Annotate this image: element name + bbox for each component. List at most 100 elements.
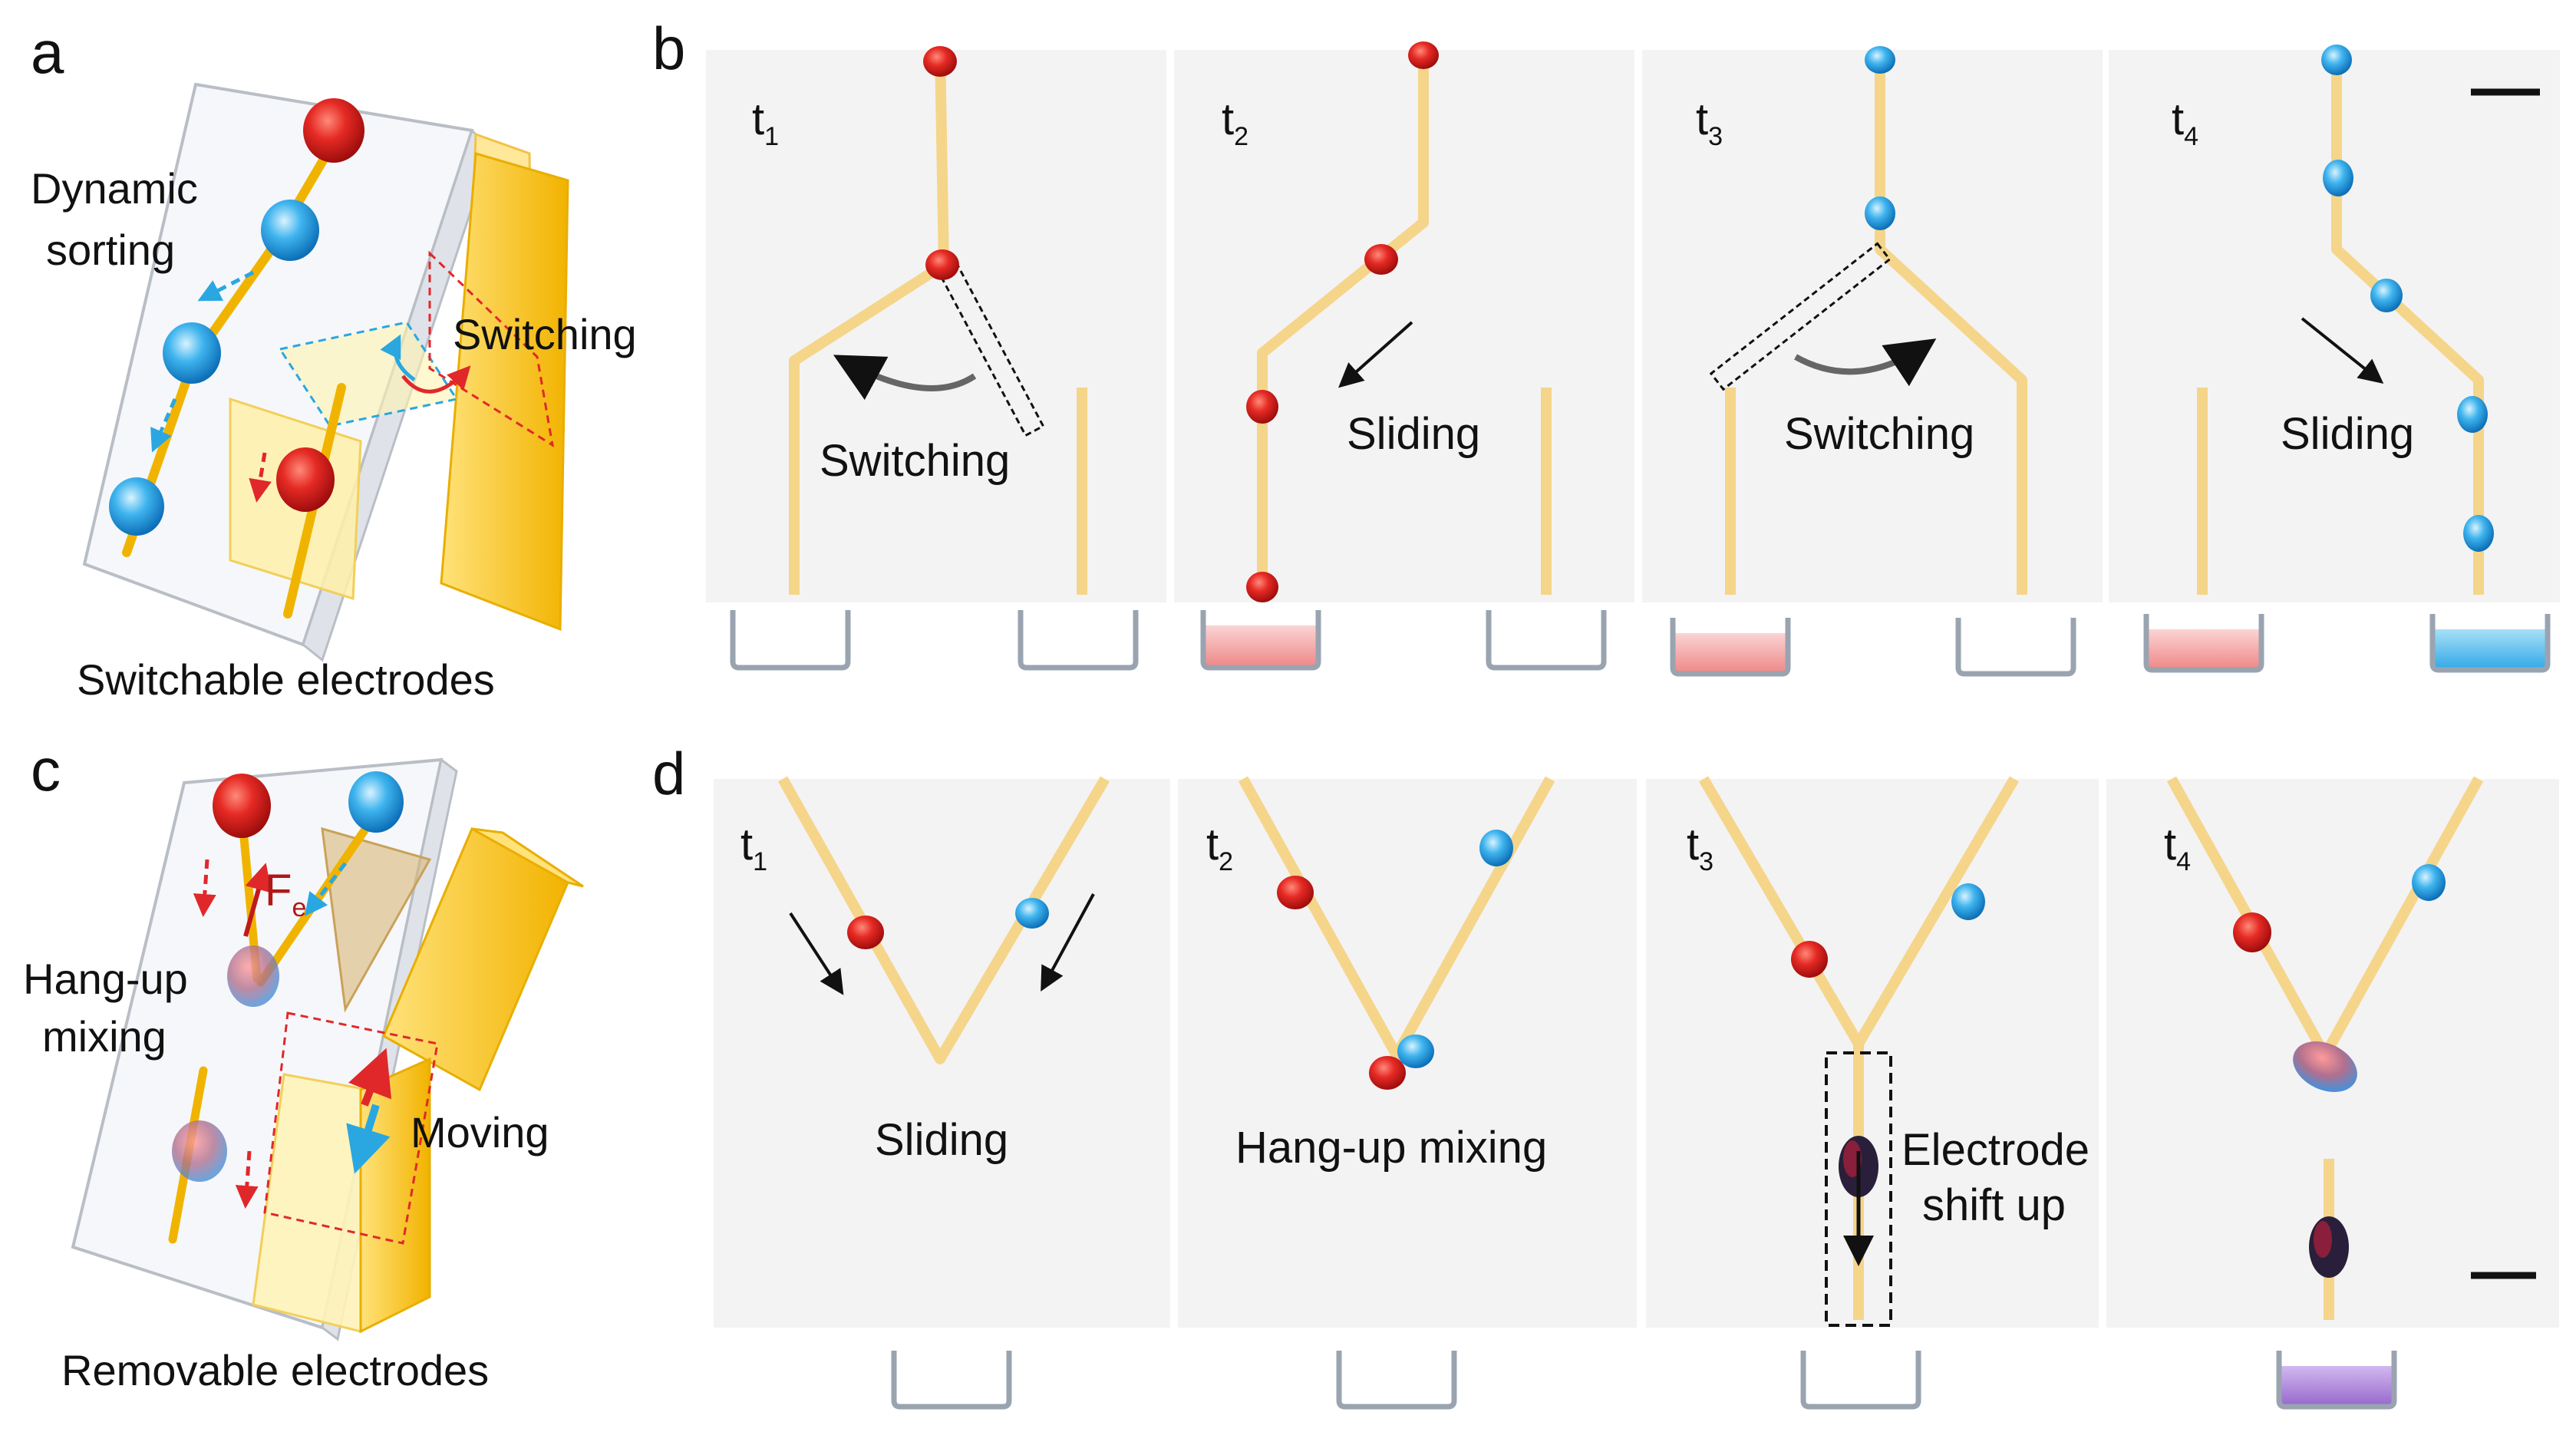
red-droplet xyxy=(303,98,364,163)
blue-droplet xyxy=(109,477,164,536)
flow-arrow-cyan xyxy=(150,398,177,453)
slide-arrow xyxy=(789,912,844,995)
mixed-droplet xyxy=(2293,1041,2357,1092)
blue-droplet xyxy=(348,771,404,833)
blue-droplet xyxy=(1865,196,1895,230)
time-label-t: t xyxy=(1206,820,1219,869)
label-moving: Moving xyxy=(411,1108,549,1156)
time-label-t: t xyxy=(752,94,764,144)
red-droplet xyxy=(1369,1056,1406,1090)
frame-annotation-line1: Electrode xyxy=(1901,1125,2089,1175)
time-label: t1 xyxy=(740,820,767,876)
removable-electrode-top xyxy=(471,827,584,888)
frame-annotation: Sliding xyxy=(875,1115,1008,1165)
moving-arrow-red xyxy=(348,1048,392,1107)
moving-outline xyxy=(263,1011,439,1245)
photo-frame xyxy=(706,50,1166,602)
switch-rotation-arrow xyxy=(1794,338,1937,387)
panel-a-letter: a xyxy=(31,18,64,86)
blue-droplet xyxy=(1951,883,1985,920)
reservoir-left xyxy=(2143,614,2264,673)
reservoir-right xyxy=(2429,614,2551,673)
panel-c: c Fe Hang-up mixing Moving Removable ele… xyxy=(23,736,584,1394)
reservoir-left xyxy=(730,610,851,671)
mixed-droplet xyxy=(227,945,279,1007)
time-label-sub: 4 xyxy=(2184,122,2198,151)
frame-annotation: Switching xyxy=(820,436,1010,486)
label-mixing: mixing xyxy=(42,1012,167,1061)
frame-b3: Switching t3 xyxy=(1642,46,2103,677)
time-label-t: t xyxy=(2172,94,2184,144)
red-droplet xyxy=(2233,912,2271,952)
switch-rotation-arrow xyxy=(401,365,471,394)
reservoir-right xyxy=(1018,610,1139,671)
time-label-sub: 1 xyxy=(764,122,779,151)
red-droplet xyxy=(1277,876,1314,909)
blue-droplet xyxy=(2457,396,2488,433)
frame-b4: Sliding t4 xyxy=(2109,45,2560,673)
blue-droplet xyxy=(1479,830,1513,866)
frame-annotation: Sliding xyxy=(1347,409,1480,459)
reservoir-right-filled xyxy=(2433,629,2548,670)
time-label: t3 xyxy=(1696,94,1723,151)
flow-arrow-cyan xyxy=(304,862,347,916)
slide-arrow xyxy=(2301,317,2384,384)
time-label: t4 xyxy=(2164,820,2191,876)
frame-d4: t4 xyxy=(2106,776,2559,1410)
time-label-sub: 3 xyxy=(1708,122,1723,151)
electrode-track xyxy=(2331,50,2484,595)
red-droplet xyxy=(847,916,884,949)
blue-droplet xyxy=(1397,1034,1434,1068)
electrode-track xyxy=(1875,50,2027,595)
time-label-t: t xyxy=(2164,820,2176,869)
blue-droplet xyxy=(163,322,221,384)
panel-a-caption: Switchable electrodes xyxy=(77,655,495,704)
mixed-droplet-highlight xyxy=(2314,1221,2332,1258)
time-label-t: t xyxy=(1222,94,1234,144)
flow-arrow-red xyxy=(235,1150,259,1209)
red-droplet xyxy=(1246,572,1278,602)
slide-arrow xyxy=(1338,321,1413,388)
time-label-t: t xyxy=(1696,94,1708,144)
red-droplet xyxy=(213,774,271,838)
funnel-shape xyxy=(321,827,432,1013)
force-label-f: F xyxy=(265,866,292,916)
reservoir-left-filled xyxy=(2146,629,2261,670)
panel-c-letter: c xyxy=(31,736,61,803)
time-label: t2 xyxy=(1206,820,1233,876)
panel-c-caption: Removable electrodes xyxy=(61,1346,489,1394)
blue-droplet xyxy=(2463,515,2494,552)
frame-annotation: Hang-up mixing xyxy=(1235,1123,1547,1173)
reservoir xyxy=(1800,1351,1921,1410)
panel-d-letter: d xyxy=(652,740,685,807)
red-droplet xyxy=(925,249,959,280)
photo-frame xyxy=(1174,50,1634,602)
frame-annotation: Switching xyxy=(1784,409,1974,459)
red-droplet xyxy=(276,447,335,512)
frame-b2: Sliding t2 xyxy=(1174,41,1634,671)
red-droplet xyxy=(1408,41,1439,69)
time-label-sub: 1 xyxy=(753,847,767,876)
red-droplet xyxy=(1364,244,1398,275)
panel-d: d Sliding t1 Hang-up mixing t2 xyxy=(652,740,2559,1410)
time-label-sub: 4 xyxy=(2176,847,2191,876)
time-label: t3 xyxy=(1687,820,1713,876)
electrode-track xyxy=(789,49,949,595)
electrode-track xyxy=(777,776,1110,1064)
label-switching: Switching xyxy=(453,310,637,358)
red-droplet xyxy=(1791,941,1828,978)
force-label: Fe xyxy=(265,866,306,922)
reservoir xyxy=(2276,1351,2397,1410)
red-droplet xyxy=(923,46,957,77)
time-label-sub: 3 xyxy=(1699,847,1713,876)
electrode-track xyxy=(1238,776,1555,1061)
reservoir-right xyxy=(1486,610,1607,671)
moving-arrow-cyan xyxy=(346,1104,391,1174)
reservoir-left xyxy=(1200,610,1321,671)
time-label-sub: 2 xyxy=(1219,847,1233,876)
frame-b1: Switching t1 xyxy=(706,46,1166,671)
frame-d2: Hang-up mixing t2 xyxy=(1178,776,1637,1410)
blue-droplet xyxy=(1865,46,1895,74)
switch-outline xyxy=(1709,242,1892,391)
